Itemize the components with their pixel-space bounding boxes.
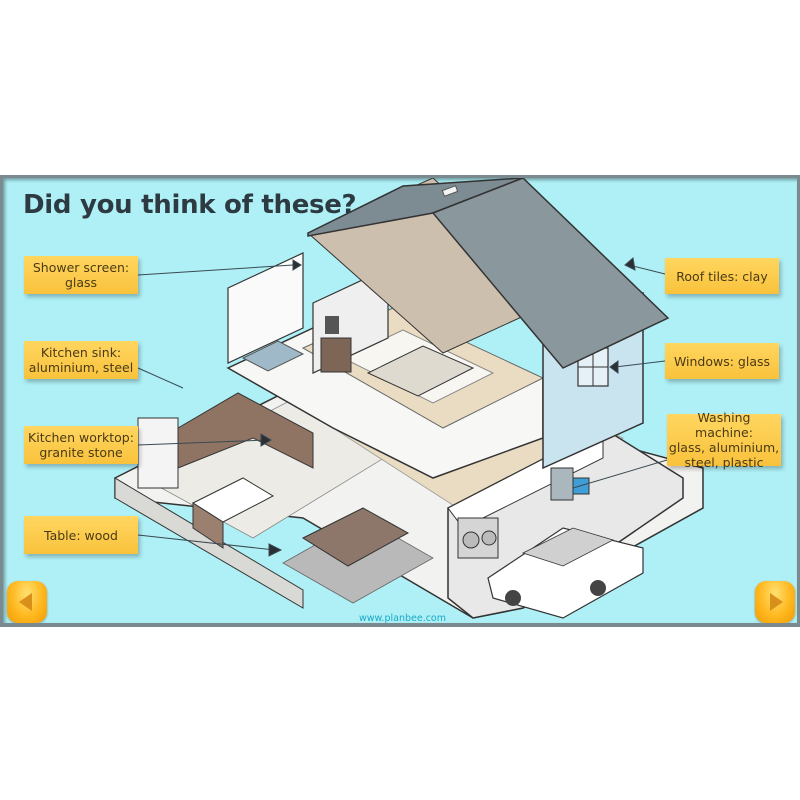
bath-mat — [241, 340, 305, 372]
dining-table — [301, 507, 410, 567]
label-shower-screen: Shower screen: glass — [24, 256, 138, 294]
arrow-right-icon — [770, 593, 783, 611]
leader-shower — [137, 264, 294, 276]
label-windows: Windows: glass — [665, 343, 779, 379]
label-washing-machine: Washing machine: glass, aluminium, steel… — [667, 410, 781, 470]
slide-title: Did you think of these? — [23, 190, 357, 220]
car — [487, 527, 644, 619]
tv — [325, 316, 339, 334]
leader-windows — [614, 360, 666, 368]
skylight — [441, 185, 459, 197]
bin — [550, 467, 574, 501]
label-kitchen-sink: Kitchen sink: aluminium, steel — [24, 341, 138, 379]
footer-url[interactable]: www.planbee.com — [359, 613, 446, 624]
label-roof-tiles: Roof tiles: clay — [665, 258, 779, 294]
bathroom-wall — [227, 252, 304, 364]
leader-roof — [628, 264, 666, 275]
kitchen-counter — [177, 392, 314, 469]
dresser — [320, 337, 352, 373]
leader-table — [137, 534, 276, 551]
label-table: Table: wood — [24, 516, 138, 554]
previous-slide-button[interactable] — [7, 581, 47, 623]
house-illustration — [114, 178, 704, 619]
leader-washing — [572, 459, 668, 489]
leader-sink — [137, 367, 184, 389]
label-kitchen-worktop: Kitchen worktop: granite stone — [24, 426, 138, 464]
roof-tiles — [431, 178, 670, 369]
leader-worktop — [137, 439, 269, 446]
fridge — [137, 417, 179, 489]
slide: Did you think of these? Shower screen: g… — [0, 175, 800, 627]
next-slide-button[interactable] — [755, 581, 795, 623]
bed — [366, 345, 475, 397]
arrow-left-icon — [19, 593, 32, 611]
